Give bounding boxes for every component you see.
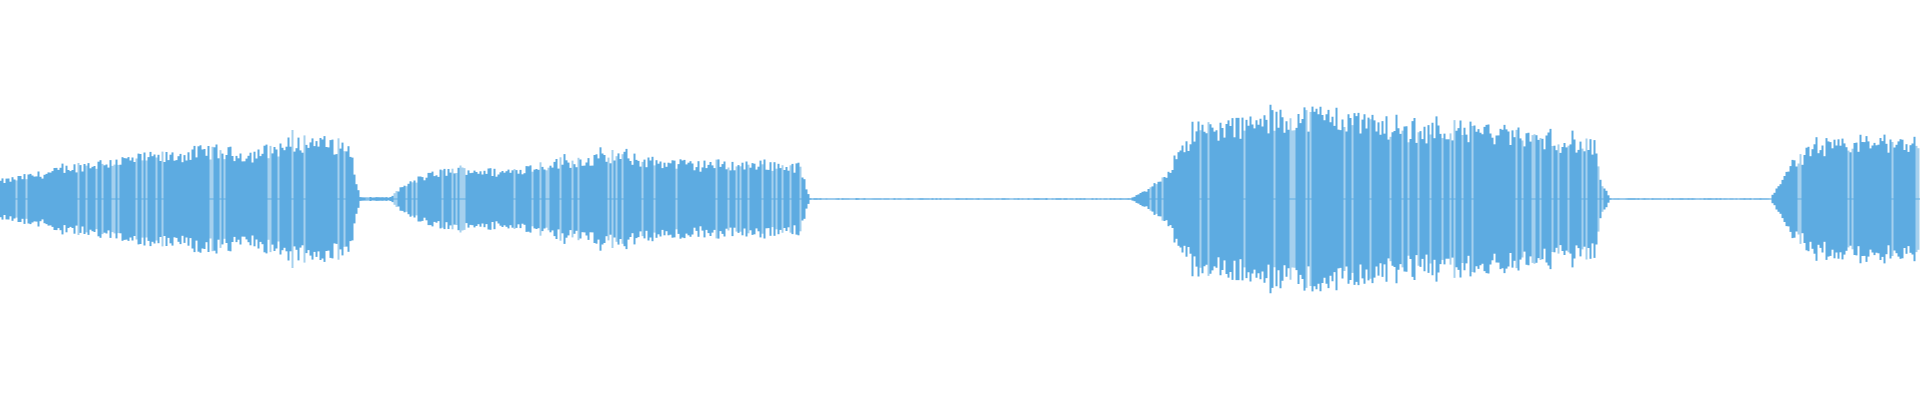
waveform-samples bbox=[0, 104, 1920, 294]
